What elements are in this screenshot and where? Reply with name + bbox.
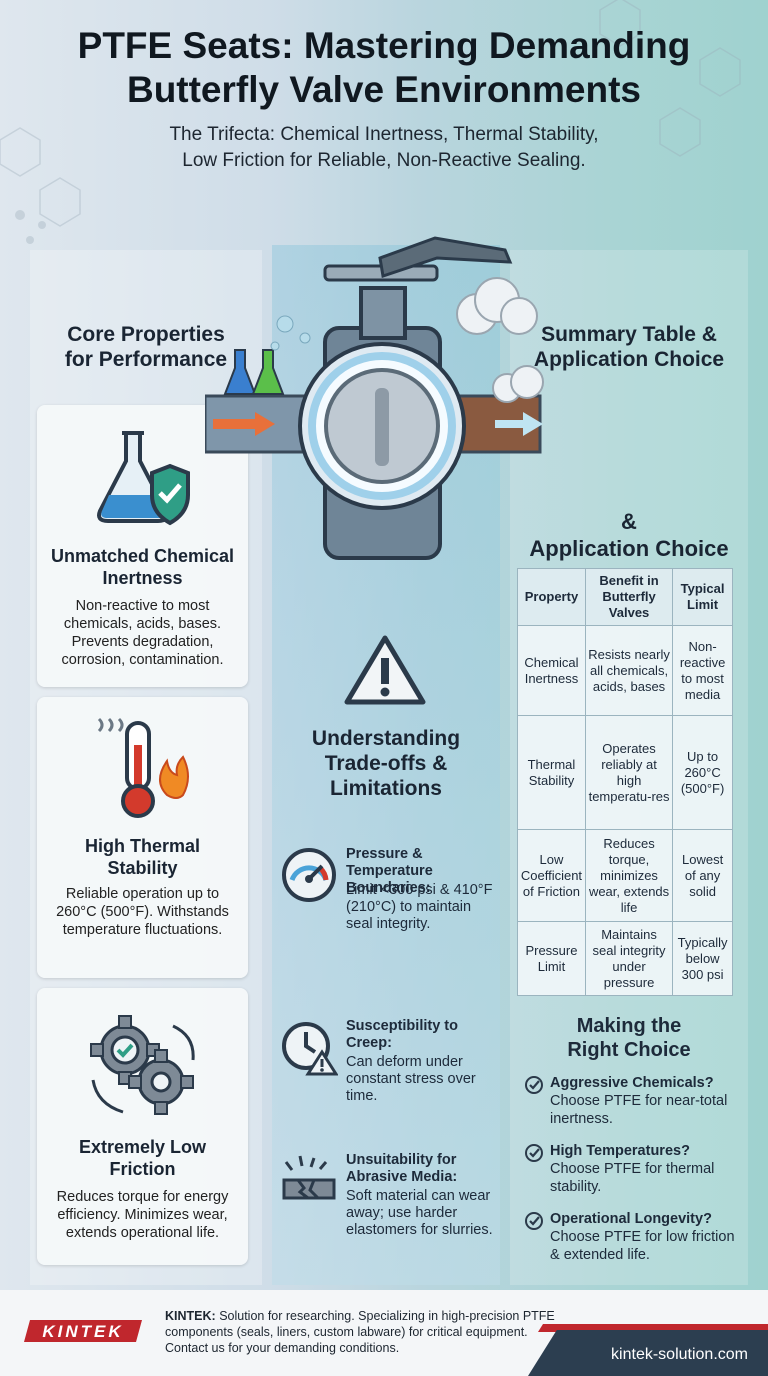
thermometer-flame-icon <box>97 717 189 818</box>
table-cell: Reduces torque, minimizes wear, extends … <box>584 829 674 922</box>
tradeoff-title: Susceptibility to Creep: <box>346 1018 458 1051</box>
page-title: PTFE Seats: Mastering Demanding Butterfl… <box>77 25 691 110</box>
table-row: Chemical Inertness Resists nearly all ch… <box>517 625 733 716</box>
table-cell: Resists nearly all chemicals, acids, bas… <box>584 625 674 716</box>
kintek-logo[interactable]: KINTEK <box>22 1318 144 1344</box>
table-cell: Pressure Limit <box>517 921 586 996</box>
logo-text: KINTEK <box>42 1322 123 1341</box>
card-description: Reliable operation up to 260°C (500°F). … <box>56 886 229 938</box>
hexagon-pattern-background <box>0 0 741 244</box>
tradeoffs-heading: Understanding Trade-offs & Limitations <box>311 727 461 800</box>
summary-heading: Summary Table & Application Choice <box>533 323 725 371</box>
choice-title: Aggressive Chemicals? <box>550 1075 714 1091</box>
footer-description: KINTEK: Solution for researching. Specia… <box>165 1308 565 1356</box>
choice-title: High Temperatures? <box>550 1143 690 1159</box>
table-cell: Chemical Inertness <box>517 625 586 716</box>
choice-operational-longevity: Operational Longevity? Choose PTFE for l… <box>524 1210 748 1270</box>
tradeoff-creep: Susceptibility to Creep: Can deform unde… <box>280 1018 495 1118</box>
summary-table: Property Benefit in Butterfly Valves Typ… <box>517 568 733 996</box>
table-cell: Lowest of any solid <box>672 829 733 922</box>
right-choice-heading: Making the Right Choice <box>567 1015 691 1061</box>
gears-icon <box>90 1015 195 1115</box>
check-circle-icon <box>525 1144 543 1162</box>
choice-aggressive-chemicals: Aggressive Chemicals? Choose PTFE for ne… <box>524 1074 748 1130</box>
tradeoff-description: Can deform under constant stress over ti… <box>346 1054 476 1104</box>
flask-shield-icon <box>97 431 190 526</box>
choice-high-temperatures: High Temperatures? Choose PTFE for therm… <box>524 1142 748 1198</box>
core-properties-heading: Core Properties for Performance <box>64 323 228 371</box>
check-circle-icon <box>525 1212 543 1230</box>
tradeoff-description: Soft material can wear away; use harder … <box>346 1188 493 1238</box>
table-cell: Typically below 300 psi <box>672 921 733 996</box>
footer-band <box>528 1330 768 1376</box>
footer-url-link[interactable]: kintek-solution.com <box>611 1346 748 1363</box>
footer-accent-stripe <box>538 1324 768 1332</box>
table-cell: Operates reliably at high temperatu-res <box>584 715 674 830</box>
cracked-surface-icon <box>282 1155 336 1200</box>
tradeoff-description: Limit <300 psi & 410°F (210°C) to mainta… <box>346 882 493 932</box>
tradeoff-abrasive-media: Unsuitability for Abrasive Media: Soft m… <box>280 1152 495 1272</box>
butterfly-valve-illustration <box>205 236 544 560</box>
footer-body: Solution for researching. Specializing i… <box>165 1309 555 1355</box>
table-row: Low Coefficient of Friction Reduces torq… <box>517 829 733 922</box>
choice-description: Choose PTFE for near-total inertness. <box>550 1093 728 1127</box>
table-row: Thermal Stability Operates reliably at h… <box>517 715 733 830</box>
table-header: Benefit in Butterfly Valves <box>584 568 674 626</box>
choice-title: Operational Longevity? <box>550 1211 712 1227</box>
tradeoff-pressure-temperature: Pressure & Temperature Boundaries: Limit… <box>280 846 495 976</box>
table-cell: Up to 260°C (500°F) <box>672 715 733 830</box>
choice-description: Choose PTFE for low friction & extended … <box>550 1229 735 1263</box>
warning-icon <box>344 635 426 705</box>
table-cell: Maintains seal integrity under pressure <box>584 921 674 996</box>
table-cell: Non-reactive to most media <box>672 625 733 716</box>
gauge-icon <box>282 848 336 902</box>
tradeoff-title: Unsuitability for Abrasive Media: <box>346 1152 458 1185</box>
card-description: Reduces torque for energy efficiency. Mi… <box>56 1189 229 1241</box>
check-circle-icon <box>525 1076 543 1094</box>
table-header: Property <box>517 568 586 626</box>
tradeoff-title: Pressure & Temperature Boundaries: <box>346 846 433 896</box>
table-header-row: Property Benefit in Butterfly Valves Typ… <box>517 568 733 626</box>
table-row: Pressure Limit Maintains seal integrity … <box>517 921 733 996</box>
table-cell: Thermal Stability <box>517 715 586 830</box>
application-choice-heading: & Application Choice <box>529 509 729 561</box>
choice-description: Choose PTFE for thermal stability. <box>550 1161 715 1195</box>
card-description: Non-reactive to most chemicals, acids, b… <box>61 598 224 668</box>
table-header: Typical Limit <box>672 568 733 626</box>
page-subtitle: The Trifecta: Chemical Inertness, Therma… <box>169 124 599 171</box>
clock-warning-icon <box>282 1022 338 1076</box>
footer-brand: KINTEK: <box>165 1309 216 1323</box>
table-cell: Low Coefficient of Friction <box>517 829 586 922</box>
